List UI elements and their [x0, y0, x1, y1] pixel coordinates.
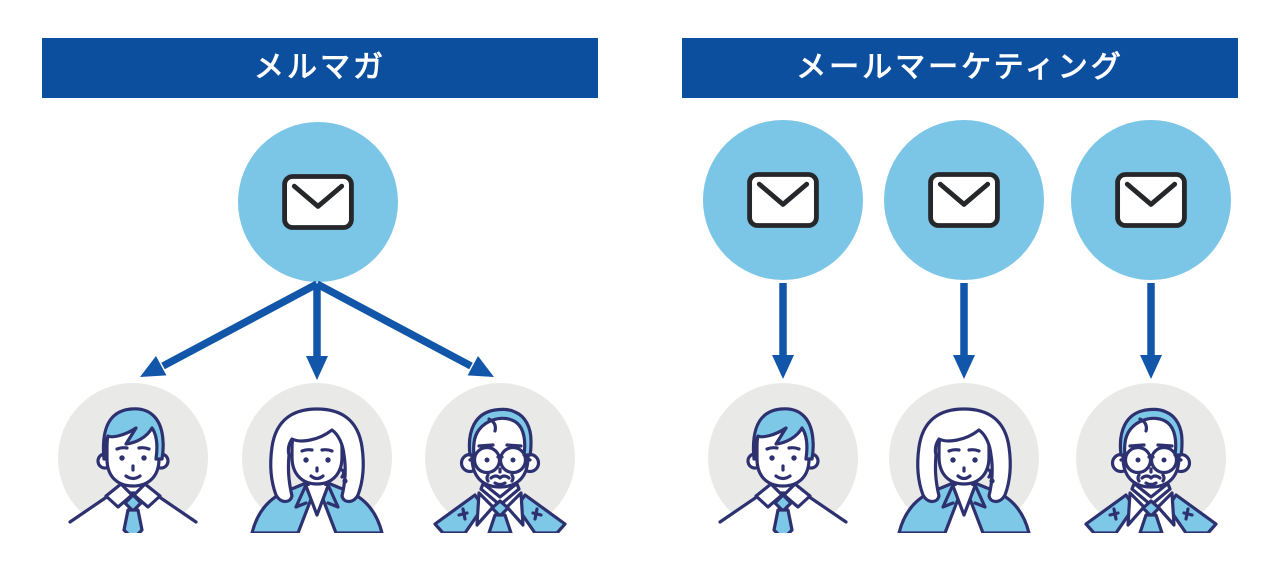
- envelope-icon: [1114, 171, 1188, 229]
- recipient-young-man: [708, 383, 858, 533]
- woman-avatar: [242, 383, 392, 533]
- mail-bubble-merumaga: [238, 122, 398, 282]
- panel-header-merumaga: メルマガ: [42, 38, 598, 98]
- panel-header-mail-marketing: メールマーケティング: [682, 38, 1238, 98]
- envelope-icon: [927, 171, 1001, 229]
- older-man-avatar: [425, 383, 575, 533]
- young-man-avatar: [708, 383, 858, 533]
- older-man-avatar: [1076, 383, 1226, 533]
- arrow-straight-right: [772, 283, 1162, 379]
- mail-bubble-marketing-3: [1071, 120, 1231, 280]
- recipient-older-man: [425, 383, 575, 533]
- envelope-icon: [281, 173, 355, 231]
- envelope-icon: [746, 171, 820, 229]
- woman-avatar: [889, 383, 1039, 533]
- panel-title-mail-marketing: メールマーケティング: [796, 51, 1124, 84]
- recipient-woman: [889, 383, 1039, 533]
- arrow-fan-left: [140, 280, 494, 380]
- panel-title-merumaga: メルマガ: [254, 51, 386, 84]
- mail-bubble-marketing-2: [884, 120, 1044, 280]
- mail-bubble-marketing-1: [703, 120, 863, 280]
- recipient-woman: [242, 383, 392, 533]
- young-man-avatar: [58, 383, 208, 533]
- recipient-older-man: [1076, 383, 1226, 533]
- recipient-young-man: [58, 383, 208, 533]
